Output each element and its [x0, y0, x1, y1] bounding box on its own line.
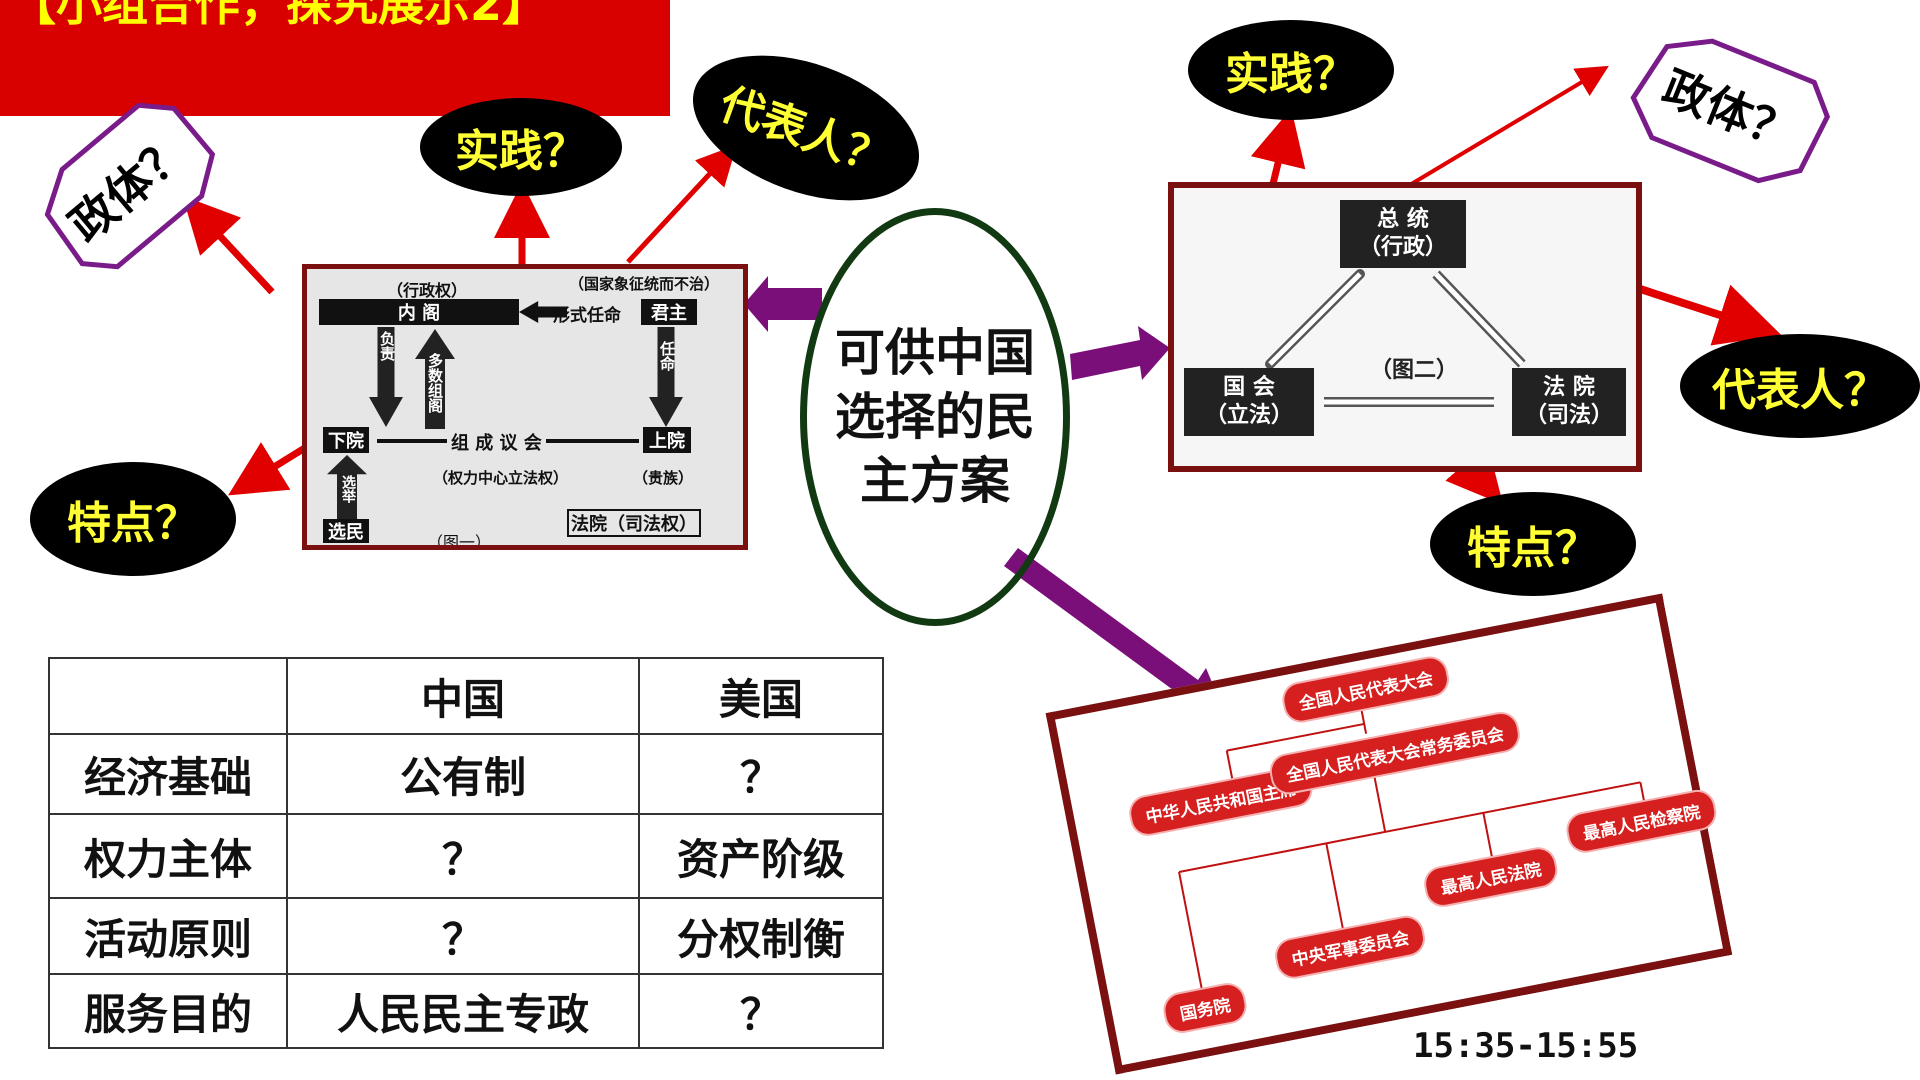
fig2-triangle-arrows [1265, 269, 1526, 407]
fig1-monarch: 君主 [641, 299, 697, 325]
representative-right-label: 代表人？ [1712, 365, 1888, 416]
feature-bubble-right: 特点？ [1430, 492, 1636, 596]
practice-bubble-left: 实践？ [420, 98, 622, 196]
polity-hexagon-right: 政体？ [1630, 38, 1831, 184]
feature-bubble-left: 特点？ [30, 462, 236, 576]
fig1-voters: 选民 [323, 519, 369, 543]
feature-left-label: 特点？ [67, 498, 199, 549]
comparison-table: 中国 美国 经济基础 公有制 ？ 权力主体 ？ 资产阶级 活动原则 ？ 分权制衡… [48, 657, 884, 1049]
fig3-lines [1178, 700, 1646, 990]
fig1-parliament: 组 成 议 会 [447, 429, 546, 455]
feature-right-label: 特点？ [1467, 523, 1599, 574]
fig1-cabinet: 内 阁 [319, 299, 519, 325]
fig1-lower-house: 下院 [323, 427, 369, 453]
table-cell: 公有制 [286, 733, 640, 815]
fig2-president: 总 统 （行政） [1340, 200, 1466, 268]
arrow-to-feature-left [228, 442, 310, 496]
table-row: 服务目的 人民民主专政 ？ [48, 973, 884, 1049]
table-cell: 活动原则 [48, 897, 288, 975]
fig1-executive: （行政权） [387, 281, 468, 300]
fig1-responsible: 负责 [378, 331, 396, 361]
fig1-nobles: （贵族） [633, 469, 694, 487]
table-cell: 资产阶级 [638, 813, 884, 899]
banner-title: 【小组合作，探究展示2】 [10, 0, 549, 31]
fig1-majority: 多数组阁 [426, 353, 444, 413]
center-topic-ellipse: 可供中国选择的民主方案 [800, 208, 1070, 626]
table-header-row: 中国 美国 [48, 657, 884, 735]
table-header-cell [48, 657, 288, 735]
table-cell: 权力主体 [48, 813, 288, 899]
arrow-to-polity-right [1396, 65, 1609, 194]
fig2-court: 法 院 （司法） [1512, 368, 1626, 436]
fig1-power-center: （权力中心立法权） [433, 469, 569, 487]
table-cell: ？ [286, 813, 640, 899]
section-banner: 【小组合作，探究展示2】 [0, 0, 670, 116]
table-row: 权力主体 ？ 资产阶级 [48, 813, 884, 899]
fig2-congress: 国 会 （立法） [1184, 368, 1314, 436]
arrow-to-representative-left [626, 144, 737, 264]
fig1-symbolic: （国家象征统而不治） [569, 275, 720, 293]
fig2-caption: （图二） [1370, 358, 1459, 383]
practice-right-label: 实践？ [1225, 49, 1357, 100]
table-cell: 服务目的 [48, 973, 288, 1049]
fig1-formal-appoint: 形式任命 [553, 306, 621, 326]
figure-one-diagram: （行政权） （国家象征统而不治） 内 阁 形式任命 君主 负责 多数组阁 任命 … [302, 264, 748, 550]
purple-arrow-right [1070, 326, 1170, 380]
table-cell: ？ [286, 897, 640, 975]
polity-hexagon-left: 政体？ [44, 102, 216, 270]
arrow-to-polity-left [182, 195, 275, 295]
practice-bubble-right: 实践？ [1188, 20, 1394, 120]
arrow-to-practice-right [1250, 108, 1306, 189]
figure-two-diagram: 总 统 （行政） 国 会 （立法） 法 院 （司法） （图二） [1168, 182, 1642, 472]
representative-bubble-right: 代表人？ [1680, 334, 1920, 438]
fig1-caption: （图一） [427, 533, 492, 550]
fig1-appoint: 任命 [658, 341, 676, 371]
fig1-court: 法院（司法权） [567, 509, 701, 537]
table-cell: 经济基础 [48, 733, 288, 815]
fig1-arrow-formal [519, 301, 567, 323]
purple-arrow-left [744, 276, 822, 332]
table-cell: ？ [638, 733, 884, 815]
time-range: 15:35-15:55 [1413, 1026, 1639, 1066]
fig1-elect: 选举 [340, 475, 356, 503]
table-cell: 分权制衡 [638, 897, 884, 975]
table-header-cell: 美国 [638, 657, 884, 735]
table-cell: ？ [638, 973, 884, 1049]
table-cell: 人民民主专政 [286, 973, 640, 1049]
fig1-upper-house: 上院 [643, 427, 691, 453]
purple-arrow-down [1004, 548, 1226, 716]
center-topic-text: 可供中国选择的民主方案 [835, 324, 1035, 510]
fig3-content: 全国人民代表大会 中华人民共和国主席 全国人民代表大会常务委员会 最高人民检察院… [1056, 594, 1733, 1066]
table-row: 经济基础 公有制 ？ [48, 733, 884, 815]
figure-three-diagram: 全国人民代表大会 中华人民共和国主席 全国人民代表大会常务委员会 最高人民检察院… [1045, 593, 1733, 1075]
table-header-cell: 中国 [286, 657, 640, 735]
practice-left-label: 实践？ [455, 126, 587, 177]
table-row: 活动原则 ？ 分权制衡 [48, 897, 884, 975]
